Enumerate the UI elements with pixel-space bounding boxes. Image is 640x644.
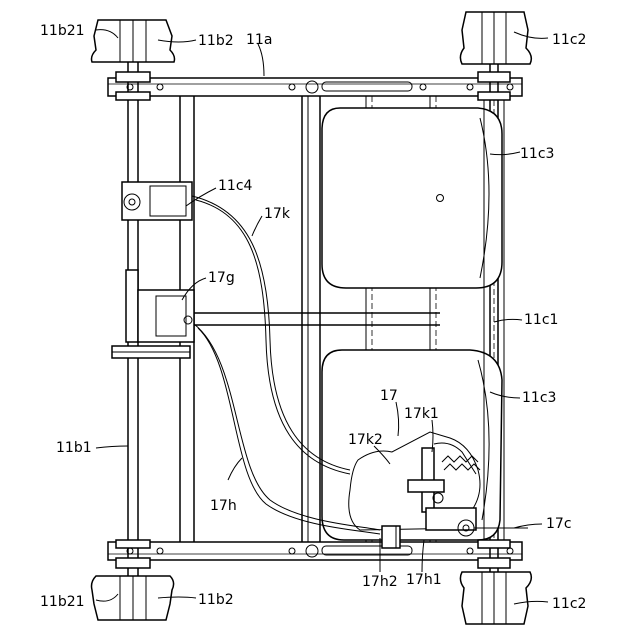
label-17h2: 17h2 <box>362 574 398 590</box>
label-11b2-top: 11b2 <box>198 33 234 49</box>
label-11c1: 11c1 <box>524 312 558 328</box>
label-11c2-top: 11c2 <box>552 32 586 48</box>
label-17h1: 17h1 <box>406 572 442 588</box>
label-11c2-bottom: 11c2 <box>552 596 586 612</box>
label-17c: 17c <box>546 516 572 532</box>
bracket-11c4 <box>122 182 192 220</box>
label-17g: 17g <box>208 270 235 286</box>
middle-frame <box>302 96 320 542</box>
label-11a: 11a <box>246 32 272 48</box>
top-rail <box>108 78 522 96</box>
label-17h: 17h <box>210 498 237 514</box>
label-11c3-upper: 11c3 <box>520 146 554 162</box>
label-17k2: 17k2 <box>348 432 383 448</box>
label-17k1: 17k1 <box>404 406 439 422</box>
lever-17g <box>112 270 194 358</box>
seat-cushion-upper <box>322 108 502 288</box>
cross-member <box>194 313 440 325</box>
label-17k: 17k <box>264 206 291 222</box>
label-11c4: 11c4 <box>218 178 253 194</box>
label-11b1: 11b1 <box>56 440 92 456</box>
bottom-rail <box>108 542 522 560</box>
label-17: 17 <box>380 388 398 404</box>
label-11b21-bottom: 11b21 <box>40 594 85 610</box>
label-11b21-top: 11b21 <box>40 23 85 39</box>
label-11c3-lower: 11c3 <box>522 390 556 406</box>
label-11b2-bottom: 11b2 <box>198 592 234 608</box>
